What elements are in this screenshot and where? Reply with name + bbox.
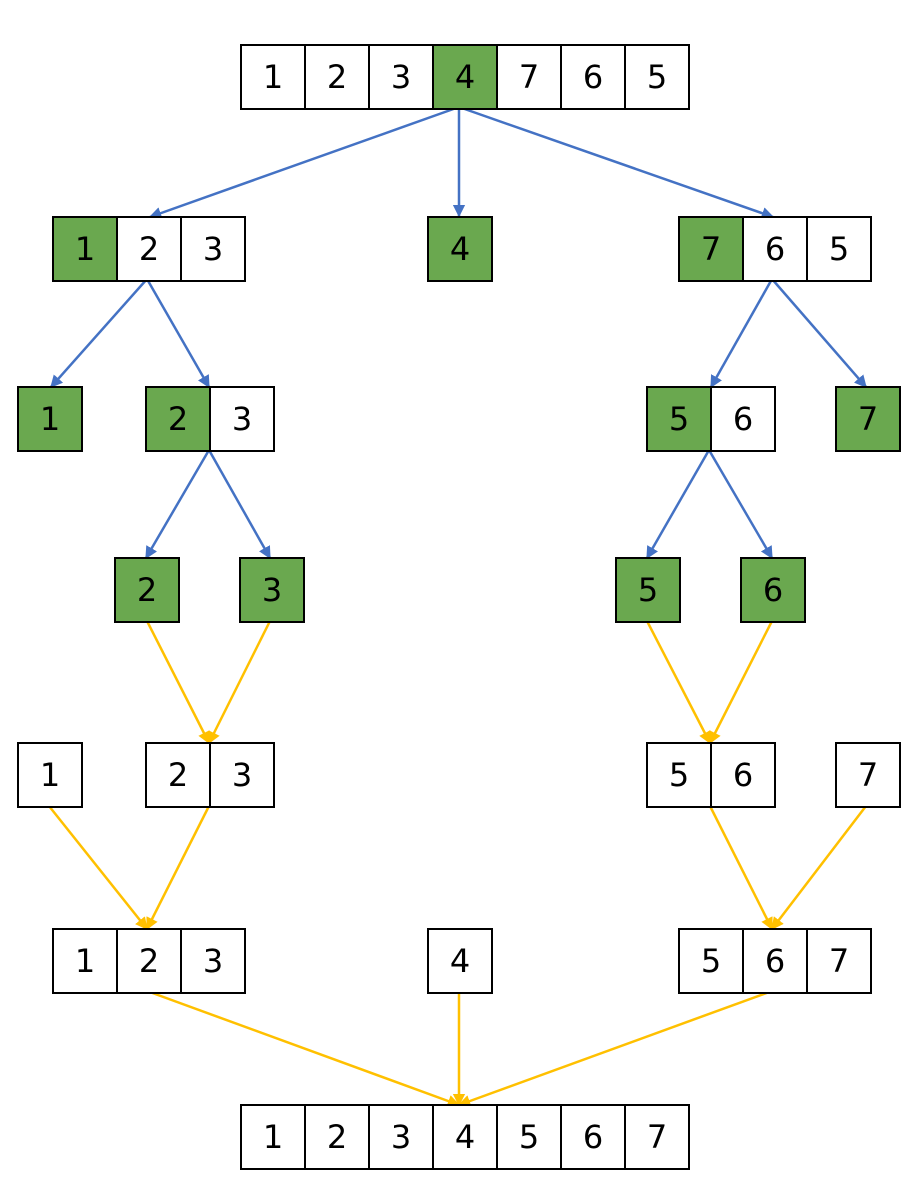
- cell: 2: [116, 216, 182, 282]
- cell: 1: [17, 742, 83, 808]
- cell: 4: [432, 1104, 498, 1170]
- merge-arrow: [457, 989, 773, 1108]
- merge-arrow: [207, 620, 272, 745]
- array-l3-a: 2: [114, 557, 180, 623]
- cell: 4: [427, 928, 493, 994]
- cell: 6: [560, 1104, 626, 1170]
- cell: 2: [116, 928, 182, 994]
- cell: 3: [209, 386, 275, 452]
- cell: 1: [240, 44, 306, 110]
- cell: 7: [624, 1104, 690, 1170]
- array-l3-d: 6: [740, 557, 806, 623]
- array-l3-b: 3: [239, 557, 305, 623]
- cell: 2: [145, 386, 211, 452]
- cell: 1: [52, 928, 118, 994]
- cell: 3: [239, 557, 305, 623]
- split-arrow: [458, 105, 775, 220]
- merge-arrow: [771, 805, 867, 930]
- cell: 5: [496, 1104, 562, 1170]
- cell: 7: [835, 742, 901, 808]
- split-arrow: [148, 105, 460, 220]
- cell: 3: [368, 1104, 434, 1170]
- merge-arrow: [708, 805, 774, 931]
- array-merge2-b: 4: [427, 928, 493, 994]
- cell: 4: [427, 216, 493, 282]
- cell: 6: [742, 928, 808, 994]
- array-l3-c: 5: [615, 557, 681, 623]
- cell: 5: [646, 742, 712, 808]
- cell: 2: [304, 44, 370, 110]
- split-arrow: [771, 278, 867, 388]
- cell: 6: [742, 216, 808, 282]
- cell: 6: [740, 557, 806, 623]
- split-arrow: [645, 449, 711, 560]
- cell: 5: [806, 216, 872, 282]
- cell: 2: [145, 742, 211, 808]
- split-arrow: [144, 449, 211, 560]
- cell: 5: [678, 928, 744, 994]
- cell: 3: [180, 216, 246, 282]
- merge-arrow: [145, 620, 211, 745]
- merge-arrow: [708, 620, 774, 745]
- cell: 1: [17, 386, 83, 452]
- cell: 5: [615, 557, 681, 623]
- cell: 2: [304, 1104, 370, 1170]
- cell: 7: [835, 386, 901, 452]
- array-merge1-a: 1: [17, 742, 83, 808]
- merge-arrow: [48, 805, 148, 930]
- split-arrow: [709, 278, 774, 389]
- cell: 1: [240, 1104, 306, 1170]
- cell: 6: [560, 44, 626, 110]
- array-l2-d: 7: [835, 386, 901, 452]
- array-l1-mid: 4: [427, 216, 493, 282]
- cell: 3: [180, 928, 246, 994]
- merge-arrow: [145, 805, 211, 931]
- cell: 7: [806, 928, 872, 994]
- split-arrow: [707, 449, 774, 560]
- array-l2-a: 1: [17, 386, 83, 452]
- cell: 7: [496, 44, 562, 110]
- merge-arrow: [645, 620, 712, 745]
- cell: 7: [678, 216, 744, 282]
- cell: 5: [646, 386, 712, 452]
- cell: 4: [432, 44, 498, 110]
- cell: 6: [710, 742, 776, 808]
- cell: 3: [368, 44, 434, 110]
- cell: 6: [710, 386, 776, 452]
- cell: 3: [209, 742, 275, 808]
- split-arrow: [50, 278, 148, 388]
- cell: 2: [114, 557, 180, 623]
- merge-arrow: [146, 989, 461, 1108]
- split-arrow: [145, 278, 211, 389]
- cell: 5: [624, 44, 690, 110]
- array-merge1-d: 7: [835, 742, 901, 808]
- split-arrow: [207, 449, 272, 560]
- cell: 1: [52, 216, 118, 282]
